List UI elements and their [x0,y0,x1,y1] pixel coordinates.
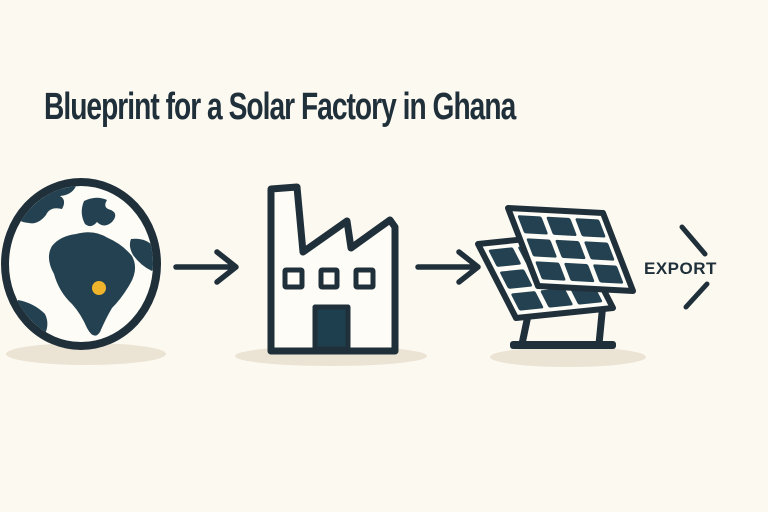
globe-icon [1,178,161,350]
factory-window [318,267,340,290]
factory-window [353,267,376,290]
panel-base [510,341,616,349]
arrow-right-icon [173,249,239,285]
globe-shadow [6,343,166,365]
factory-door [312,304,351,352]
panels-shadow [490,347,646,367]
solar-panel-icon [478,208,633,349]
solar-panel-front [508,208,633,291]
ghana-marker-dot [92,281,106,295]
factory-window [282,267,305,290]
arrow-right-icon [415,249,481,285]
page-title: Blueprint for a Solar Factory in Ghana [44,86,516,128]
export-label: EXPORT [644,259,717,278]
factory-icon [267,183,399,355]
chevron-right-icon [679,224,710,310]
